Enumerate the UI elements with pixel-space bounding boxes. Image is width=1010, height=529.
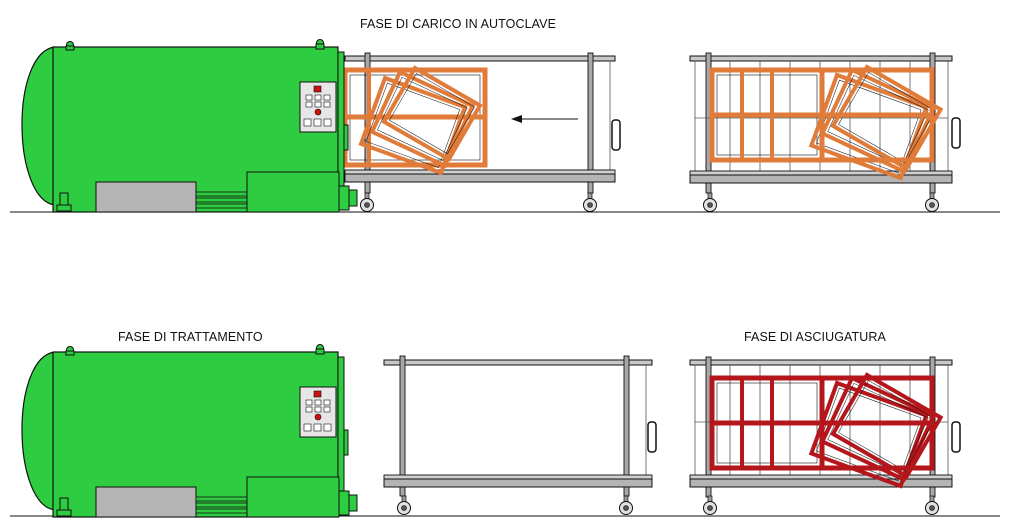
- wheel-icon: [583, 192, 597, 212]
- trolley-drying-red: [689, 356, 961, 515]
- loading-phase: [10, 38, 1000, 213]
- autoclave-vessel: [21, 38, 358, 213]
- drying-phase-title: FASE DI ASCIUGATURA: [744, 330, 886, 344]
- wheel-icon: [925, 192, 939, 212]
- left-arrow-icon: [511, 115, 578, 123]
- treatment-phase: [10, 343, 1000, 518]
- handle-icon: [951, 421, 961, 453]
- wheel-icon: [397, 495, 411, 515]
- drying-phase: [689, 356, 961, 515]
- handle-icon: [611, 119, 621, 151]
- handle-icon: [647, 421, 657, 453]
- handle-icon: [951, 117, 961, 149]
- loading-phase-title: FASE DI CARICO IN AUTOCLAVE: [360, 17, 557, 31]
- trolley-waiting-orange: [689, 52, 961, 212]
- wheel-icon: [619, 495, 633, 515]
- autoclave-vessel: [21, 343, 358, 518]
- wheel-icon: [703, 495, 717, 515]
- wheel-icon: [360, 192, 374, 212]
- rack-load-orange: [342, 65, 488, 176]
- wheel-icon: [925, 495, 939, 515]
- trolley-loading: [344, 52, 621, 212]
- treatment-phase-title: FASE DI TRATTAMENTO: [118, 330, 263, 344]
- wheel-icon: [703, 192, 717, 212]
- trolley-empty: [383, 355, 657, 515]
